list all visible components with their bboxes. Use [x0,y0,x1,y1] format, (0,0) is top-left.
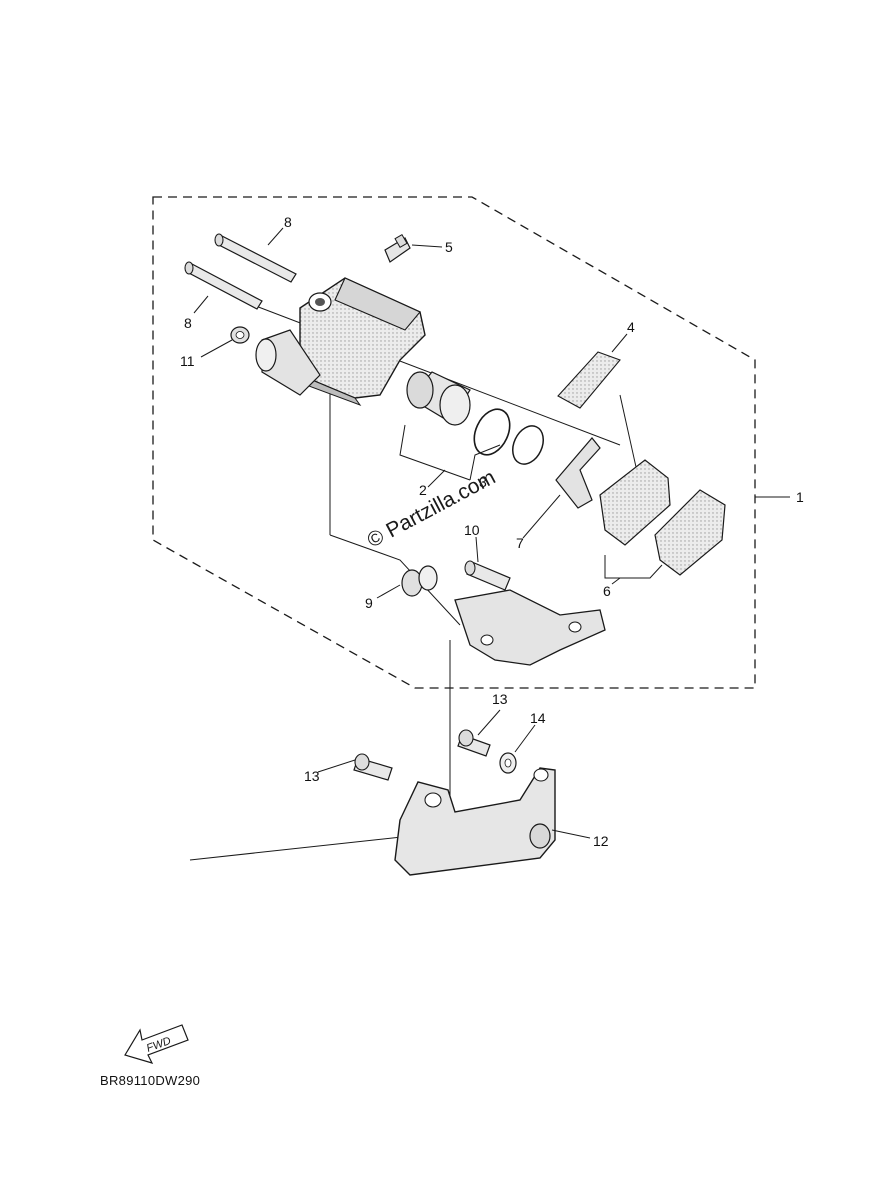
pad-shim [557,351,621,409]
cap [230,326,250,344]
callout-14: 14 [530,710,546,726]
piston [406,371,471,426]
bleed-screw [384,233,411,263]
caliper-body [297,277,426,407]
callout-1: 1 [796,489,804,505]
caliper-bracket [454,589,606,666]
watermark: © Partzilla.com [364,466,500,553]
caliper-assembly-boundary [152,196,756,689]
slide-pin-upper [214,233,297,283]
pin-bolt [464,560,511,591]
piston-seals [473,408,544,465]
callout-4: 4 [627,319,635,335]
pin-boot [255,329,321,396]
callout-7: 7 [516,535,524,551]
callout-5: 5 [445,239,453,255]
pad-spring [555,437,601,509]
bolt-lower [353,753,393,781]
mounting-bracket [394,767,556,876]
brake-pad-outer [654,489,726,576]
callout-12: 12 [593,833,609,849]
callout-8a: 8 [284,214,292,230]
callout-6: 6 [603,583,611,599]
boot [401,565,438,597]
callout-13a: 13 [492,691,508,707]
slide-pin-lower [184,261,263,310]
fwd-arrow-icon: FWD [124,1024,189,1064]
callout-8b: 8 [184,315,192,331]
callout-2: 2 [419,482,427,498]
callout-9: 9 [365,595,373,611]
washer [499,752,517,774]
callout-3: 3 [479,474,487,490]
brake-pad-inner [599,459,671,546]
bolt-upper [457,729,491,757]
callout-10: 10 [464,522,480,538]
callout-13b: 13 [304,768,320,784]
diagram-code: BR89110DW290 [100,1073,201,1088]
callout-11: 11 [180,353,195,369]
callout-leaders [193,227,628,839]
